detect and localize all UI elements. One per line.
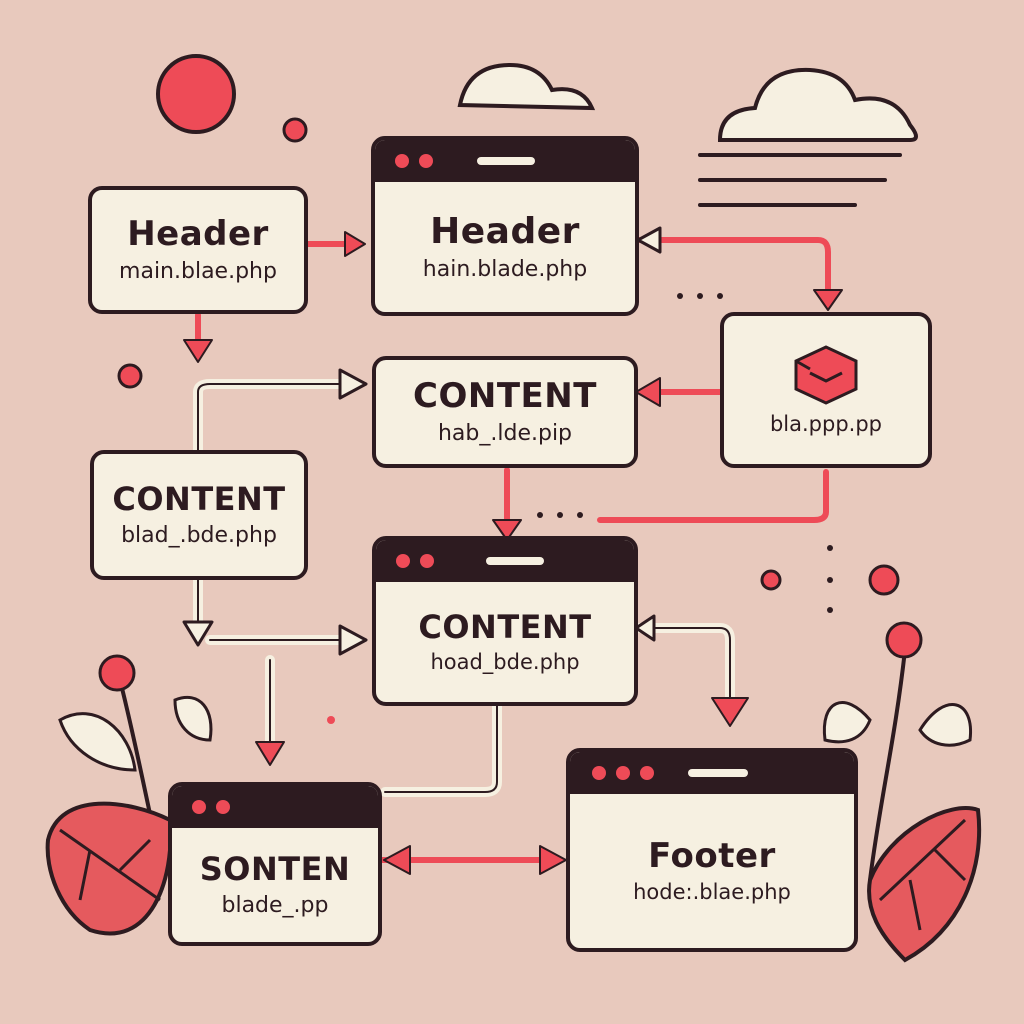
speed-lines bbox=[698, 153, 902, 207]
node-title: CONTENT bbox=[418, 607, 592, 646]
node-file: hoad_bde.php bbox=[430, 650, 580, 675]
cloud-icon bbox=[717, 67, 918, 142]
window-dot-icon bbox=[395, 154, 409, 168]
connectors bbox=[182, 226, 843, 875]
node-sonten-window[interactable]: SONTEN blade_.pp bbox=[168, 782, 382, 946]
window-dot-icon bbox=[640, 766, 654, 780]
node-file: bla.ppp.pp bbox=[769, 412, 883, 437]
window-dot-icon bbox=[592, 766, 606, 780]
window-dot-icon bbox=[192, 800, 206, 814]
window-title-bar-icon bbox=[688, 769, 748, 777]
node-file: hab_.lde.pip bbox=[437, 420, 573, 446]
node-content-left[interactable]: CONTENT blad_.bde.php bbox=[90, 450, 308, 580]
node-title: Header bbox=[127, 214, 269, 255]
node-title: CONTENT bbox=[413, 376, 597, 417]
node-content-mid[interactable]: CONTENT hab_.lde.pip bbox=[372, 356, 638, 468]
plant-right bbox=[822, 621, 982, 963]
window-dot-icon bbox=[216, 800, 230, 814]
node-title: CONTENT bbox=[112, 480, 286, 519]
node-header-left[interactable]: Header main.blae.php bbox=[88, 186, 308, 314]
window-titlebar bbox=[375, 140, 635, 182]
node-file: hain.blade.php bbox=[422, 256, 588, 282]
node-blade-right[interactable]: bla.ppp.pp bbox=[720, 312, 932, 468]
window-dot-icon bbox=[419, 154, 433, 168]
node-header-top-window[interactable]: Header hain.blade.php bbox=[371, 136, 639, 316]
node-title: SONTEN bbox=[199, 850, 351, 889]
cloud-icon bbox=[457, 62, 596, 111]
node-footer-window[interactable]: Footer hode:.blae.php bbox=[566, 748, 858, 952]
blade-logo-icon bbox=[794, 345, 858, 406]
window-dot-icon bbox=[616, 766, 630, 780]
node-content-window[interactable]: CONTENT hoad_bde.php bbox=[372, 536, 638, 706]
node-title: Header bbox=[430, 211, 580, 253]
window-titlebar bbox=[172, 786, 378, 828]
node-file: blad_.bde.php bbox=[121, 522, 277, 548]
window-title-bar-icon bbox=[486, 557, 544, 565]
node-title: Footer bbox=[648, 835, 776, 876]
window-dot-icon bbox=[420, 554, 434, 568]
node-file: blade_.pp bbox=[221, 892, 329, 918]
window-titlebar bbox=[570, 752, 854, 794]
window-title-bar-icon bbox=[477, 157, 535, 165]
window-titlebar bbox=[376, 540, 634, 582]
decorative-dots bbox=[117, 54, 900, 724]
node-file: hode:.blae.php bbox=[633, 880, 791, 905]
window-dot-icon bbox=[396, 554, 410, 568]
node-file: main.blae.php bbox=[119, 258, 277, 284]
plant-left bbox=[45, 654, 213, 936]
